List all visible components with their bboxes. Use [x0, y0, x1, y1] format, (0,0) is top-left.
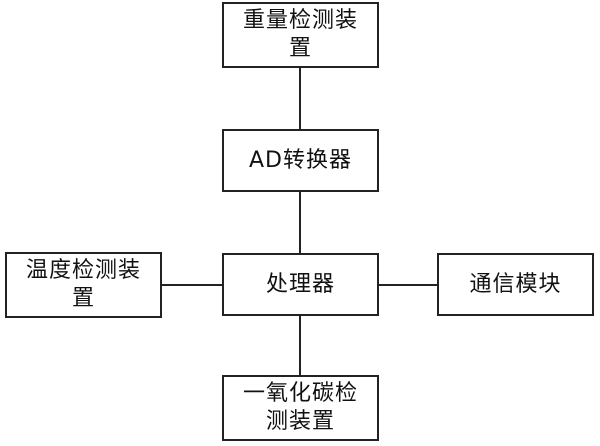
ad-converter-label: AD转换器	[249, 147, 352, 173]
communication-module-label: 通信模块	[469, 271, 562, 297]
co-sensor-label: 一氧化碳检测装置	[242, 381, 358, 434]
temperature-sensor-label: 温度检测装置	[25, 258, 141, 311]
processor-node: 处理器	[222, 253, 379, 316]
temperature-sensor-node: 温度检测装置	[5, 252, 162, 318]
communication-module-node: 通信模块	[437, 253, 594, 316]
ad-converter-node: AD转换器	[222, 129, 379, 192]
processor-label: 处理器	[265, 271, 335, 297]
weight-sensor-node: 重量检测装置	[222, 2, 379, 68]
co-sensor-node: 一氧化碳检测装置	[222, 375, 379, 441]
weight-sensor-label: 重量检测装置	[242, 8, 358, 61]
